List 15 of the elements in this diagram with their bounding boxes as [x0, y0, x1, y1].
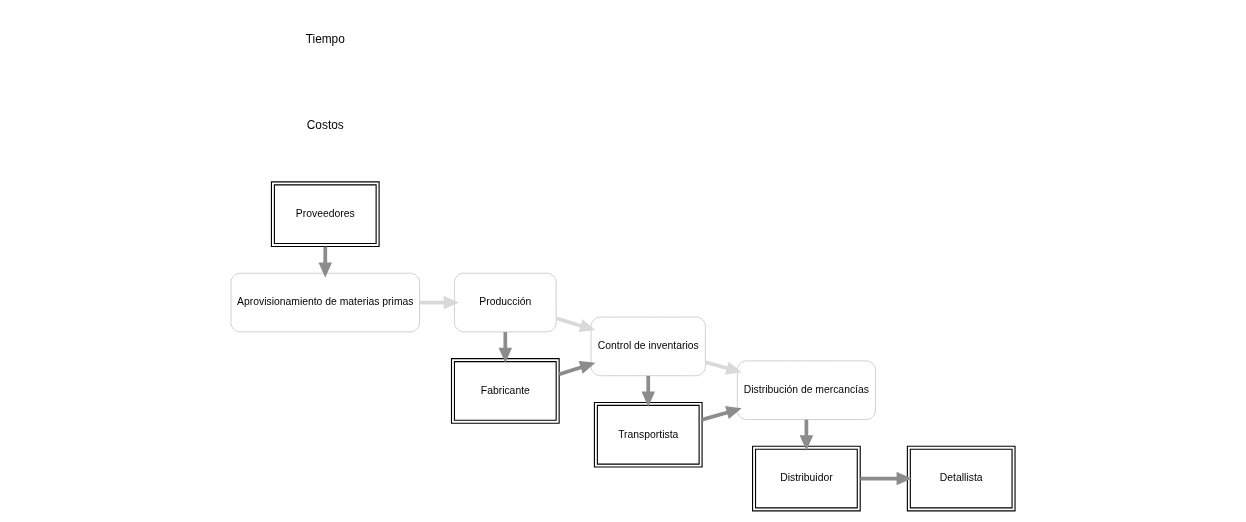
- arrow: [860, 471, 912, 486]
- node-box: Aprovisionamiento de materias primas: [230, 272, 420, 333]
- arrow: [555, 316, 596, 333]
- node-box: Distribución de mercancías: [736, 360, 876, 420]
- arrow: [705, 360, 742, 375]
- label: Costos: [306, 117, 344, 132]
- arrow: [419, 295, 460, 310]
- node-box: Producción: [454, 272, 557, 333]
- node-box: Control de inventarios: [590, 316, 706, 377]
- arrow: [701, 406, 742, 422]
- arrow: [498, 332, 513, 364]
- arrow: [641, 375, 655, 407]
- arrow: [318, 246, 332, 278]
- label: Tiempo: [305, 32, 345, 47]
- arrow: [558, 361, 596, 376]
